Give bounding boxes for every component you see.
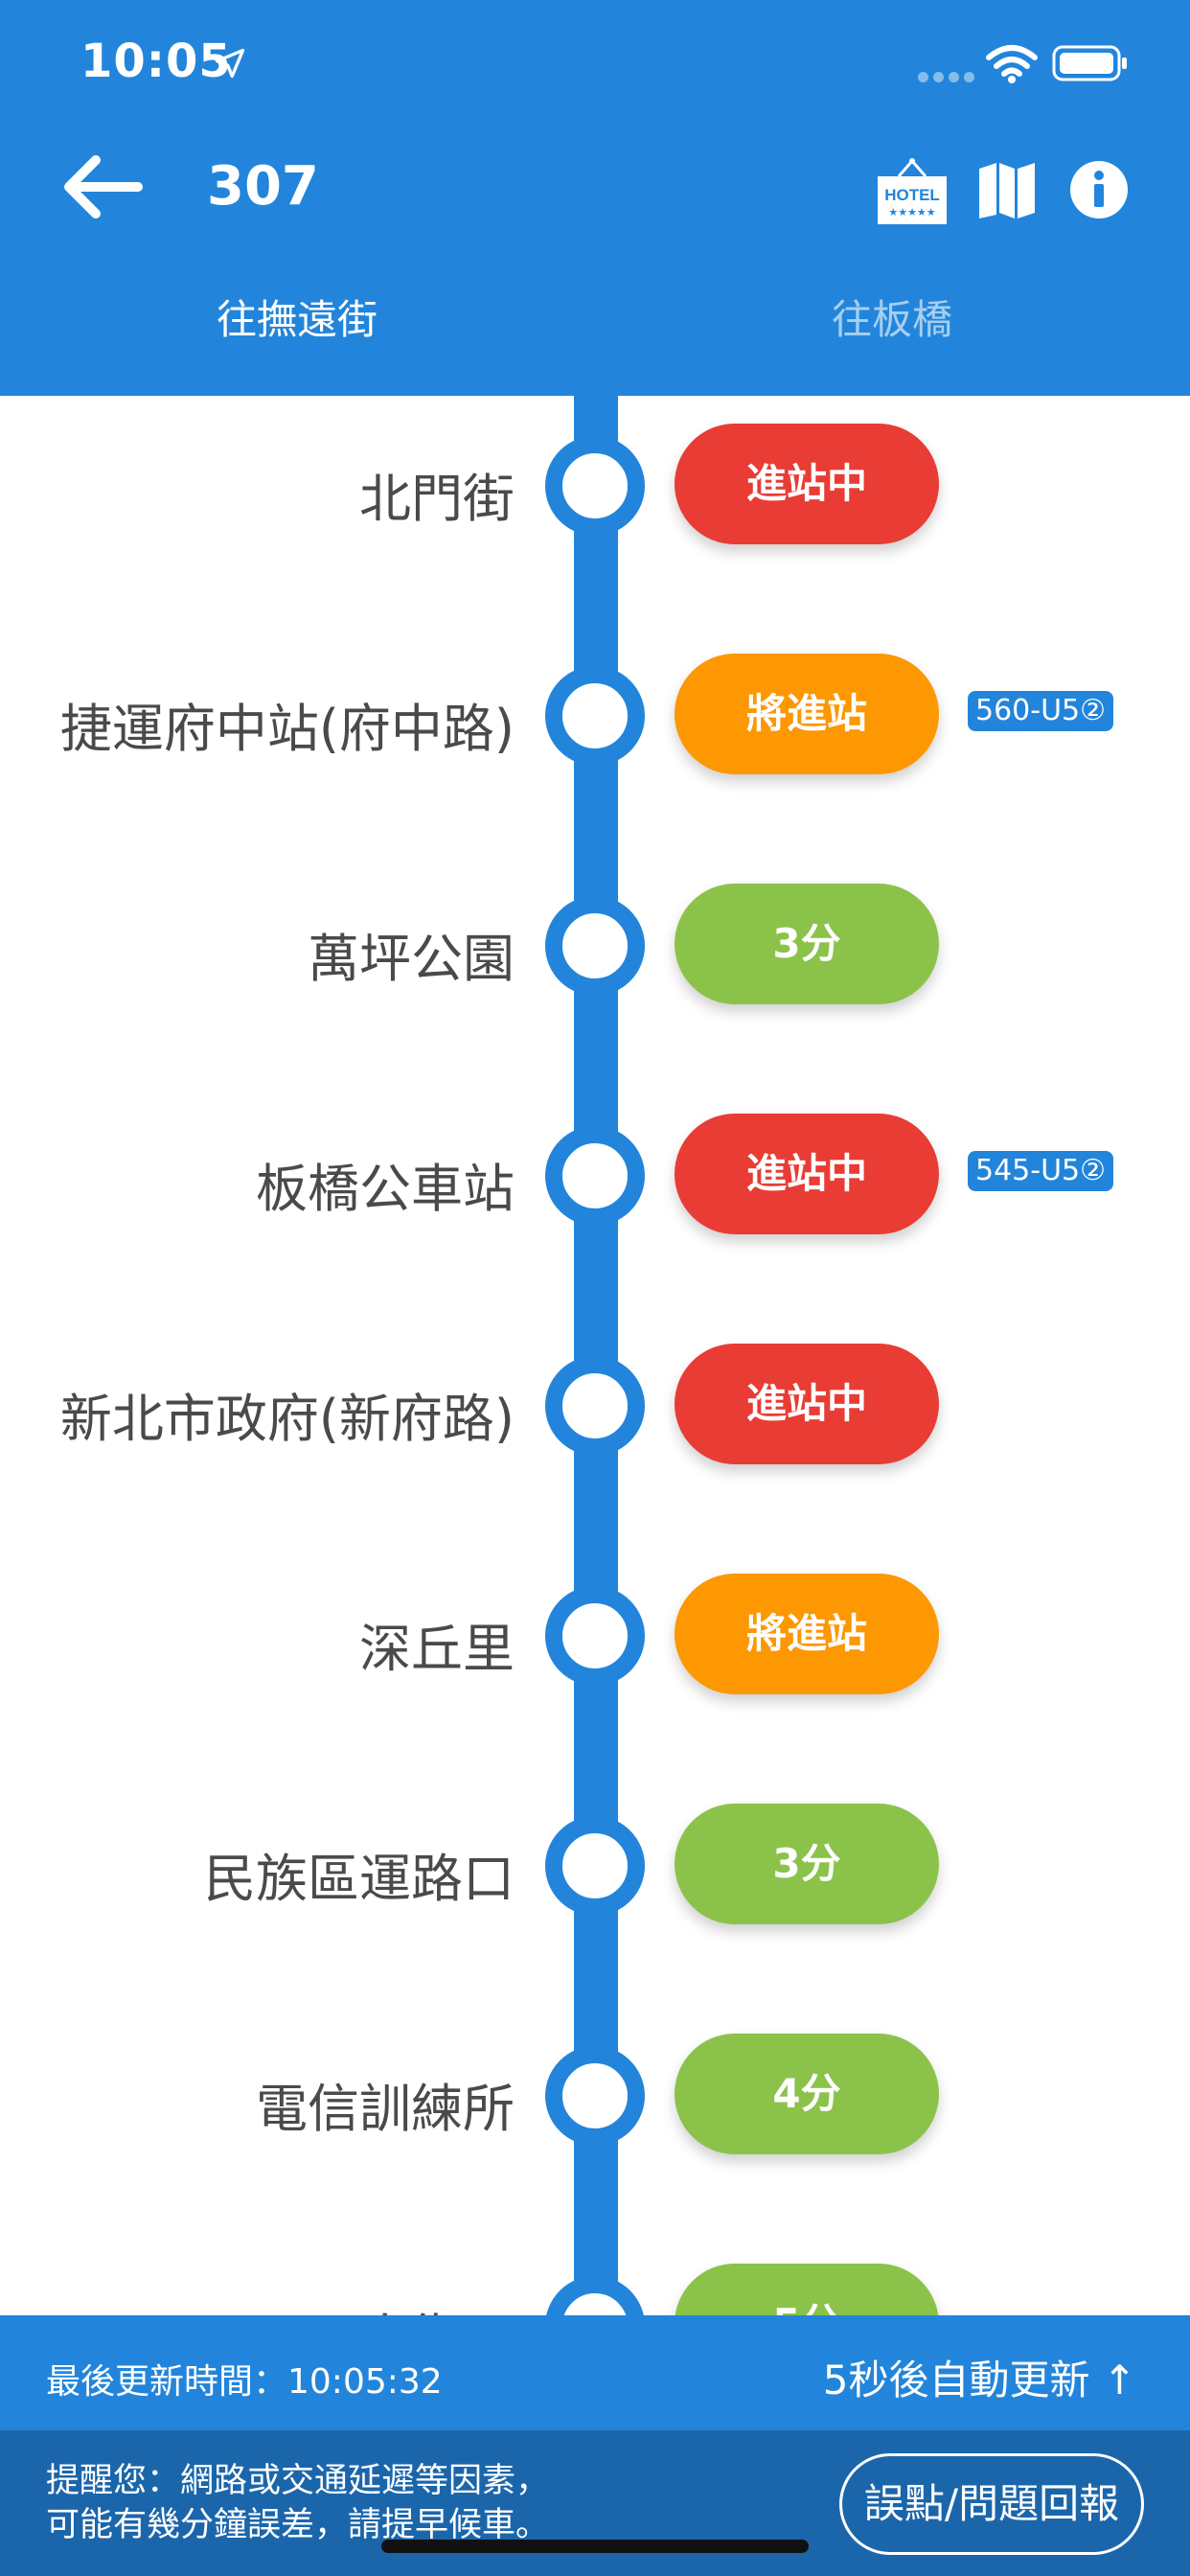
stop-node-icon xyxy=(545,896,645,996)
stop-name: 板橋公車站 xyxy=(256,1159,515,1219)
last-update-time: 最後更新時間：10:05:32 xyxy=(46,2362,443,2402)
notice-line: 提醒您：網路或交通延遲等因素， xyxy=(46,2462,550,2500)
stop-list[interactable]: 北門街 進站中 捷運府中站(府中路) 將進站 560-U5② 萬坪公園 3分 板… xyxy=(0,396,1190,2315)
stop-node-icon xyxy=(545,666,645,766)
map-icon[interactable] xyxy=(975,159,1039,222)
info-icon[interactable] xyxy=(1068,159,1130,220)
list-item[interactable]: 深丘里 將進站 xyxy=(0,1562,1190,1706)
route-title: 307 xyxy=(207,155,319,218)
notice-bar: 提醒您：網路或交通延遲等因素， 可能有幾分鐘誤差，請提早候車。 誤點/問題回報 xyxy=(0,2430,1190,2576)
tab-to-banqiao[interactable]: 往板橋 xyxy=(831,296,952,343)
report-issue-button[interactable]: 誤點/問題回報 xyxy=(839,2453,1144,2555)
stop-node-icon xyxy=(545,2276,645,2315)
list-item[interactable]: 國泰街口 5分 xyxy=(0,2252,1190,2315)
stop-name: 電信訓練所 xyxy=(256,2079,515,2139)
eta-badge: 將進站 xyxy=(675,1574,939,1694)
svg-text:★★★★★: ★★★★★ xyxy=(888,206,935,218)
battery-icon xyxy=(1052,45,1127,81)
notice-line: 可能有幾分鐘誤差，請提早候車。 xyxy=(46,2506,550,2544)
list-item[interactable]: 民族區運路口 3分 xyxy=(0,1792,1190,1936)
stop-node-icon xyxy=(545,1356,645,1456)
bus-plate-badge: 560-U5② xyxy=(968,691,1114,731)
stop-node-icon xyxy=(545,436,645,536)
eta-badge: 進站中 xyxy=(675,424,939,544)
stop-node-icon xyxy=(545,1586,645,1686)
location-arrow-icon xyxy=(215,48,245,79)
cellular-signal-icon xyxy=(918,72,975,83)
tab-to-fuyuan-street[interactable]: 往撫遠街 xyxy=(216,296,378,343)
stop-node-icon xyxy=(545,1816,645,1916)
bus-plate-badge: 545-U5② xyxy=(968,1151,1114,1191)
status-time: 10:05 xyxy=(80,34,232,88)
status-bar: 10:05 xyxy=(0,0,1190,126)
home-indicator[interactable] xyxy=(381,2540,809,2553)
stop-node-icon xyxy=(545,2046,645,2146)
list-item[interactable]: 萬坪公園 3分 xyxy=(0,872,1190,1016)
eta-badge: 進站中 xyxy=(675,1114,939,1234)
wifi-icon xyxy=(986,45,1038,83)
direction-tabs: 往撫遠街 往板橋 xyxy=(0,288,1190,364)
stop-name: 萬坪公園 xyxy=(308,929,515,989)
list-item[interactable]: 新北市政府(新府路) 進站中 xyxy=(0,1332,1190,1476)
back-button[interactable] xyxy=(57,144,149,230)
eta-badge: 3分 xyxy=(675,884,939,1004)
stop-name: 新北市政府(新府路) xyxy=(59,1389,515,1449)
list-item[interactable]: 板橋公車站 進站中 545-U5② xyxy=(0,1102,1190,1246)
hotel-icon[interactable]: HOTEL ★★★★★ xyxy=(874,153,950,230)
app-header: 10:05 307 HOTEL ★★★★★ xyxy=(0,0,1190,396)
stop-name: 深丘里 xyxy=(359,1619,515,1679)
notice-text: 提醒您：網路或交通延遲等因素， 可能有幾分鐘誤差，請提早候車。 xyxy=(46,2459,549,2547)
eta-badge: 4分 xyxy=(675,2034,939,2154)
stop-name: 國泰街口 xyxy=(308,2296,515,2315)
stop-name: 捷運府中站(府中路) xyxy=(59,699,515,759)
list-item[interactable]: 捷運府中站(府中路) 將進站 560-U5② xyxy=(0,642,1190,786)
list-item[interactable]: 電信訓練所 4分 xyxy=(0,2022,1190,2166)
eta-badge: 將進站 xyxy=(675,654,939,774)
stop-name: 北門街 xyxy=(359,469,515,529)
list-item[interactable]: 北門街 進站中 xyxy=(0,412,1190,556)
svg-text:HOTEL: HOTEL xyxy=(884,186,940,204)
nav-bar: 307 HOTEL ★★★★★ xyxy=(0,134,1190,240)
update-bar: 最後更新時間：10:05:32 5秒後自動更新 ↑ xyxy=(0,2315,1190,2430)
eta-badge: 5分 xyxy=(675,2264,939,2315)
eta-badge: 3分 xyxy=(675,1804,939,1924)
eta-badge: 進站中 xyxy=(675,1344,939,1464)
auto-refresh-button[interactable]: 5秒後自動更新 ↑ xyxy=(822,2357,1136,2404)
stop-node-icon xyxy=(545,1126,645,1226)
stop-name: 民族區運路口 xyxy=(204,1849,515,1909)
